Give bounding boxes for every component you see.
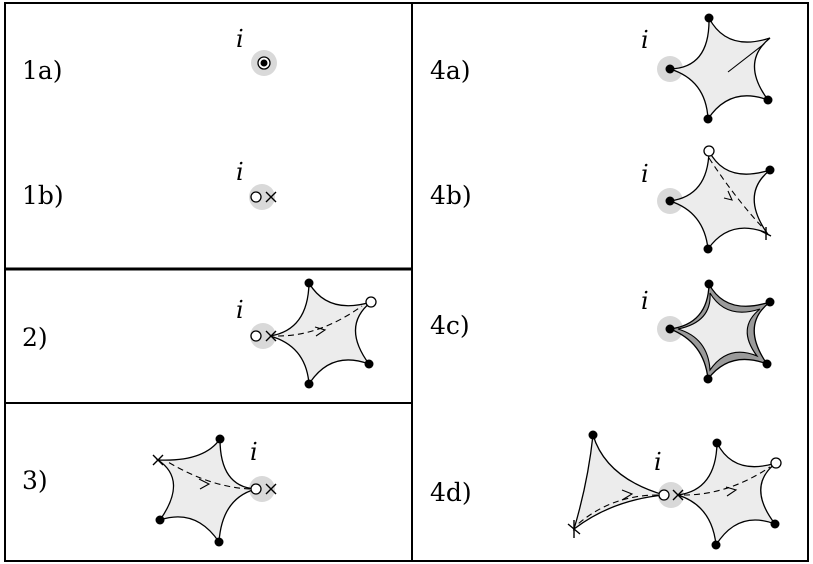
panel-label-2: 2) — [22, 323, 48, 352]
vertex-label-1a: i — [236, 25, 244, 53]
vertex-dot — [215, 434, 225, 444]
vertex-dot — [704, 279, 714, 289]
cross-mark — [265, 483, 277, 495]
vertex-dot — [304, 379, 314, 389]
outer-frame — [4, 2, 809, 562]
panel-1a: 1a) i — [22, 25, 277, 85]
panel-4a: 4a) i — [430, 13, 773, 124]
vertex-dot — [765, 165, 775, 175]
cross-mark — [265, 191, 277, 203]
vertex-label-4d: i — [654, 448, 662, 476]
vertex-dot — [765, 297, 775, 307]
arrow-icon — [723, 190, 733, 201]
vertex-label-3: i — [250, 438, 258, 466]
panel-label-4a: 4a) — [430, 56, 471, 85]
grid-lines — [4, 2, 809, 562]
vertex-dot — [762, 359, 772, 369]
dashed-path — [167, 461, 251, 490]
vertex-hollow — [250, 330, 262, 342]
star-polygon — [669, 17, 771, 121]
arrow-icon — [198, 478, 211, 490]
vertex-hollow — [703, 145, 715, 157]
star-polygon — [155, 436, 257, 544]
panel-label-1a: 1a) — [22, 56, 63, 85]
panel-4c: 4c) i — [430, 279, 775, 384]
star-polygon — [677, 442, 777, 547]
vertex-dot — [712, 438, 722, 448]
vertex-dot — [155, 515, 165, 525]
vertex-dot — [214, 537, 224, 547]
vertex-halo — [249, 184, 275, 210]
cross-mark — [265, 330, 277, 342]
vertex-label-4b: i — [641, 160, 649, 188]
dashed-path — [577, 494, 659, 525]
vertex-dot — [770, 519, 780, 529]
vertex-halo — [250, 323, 276, 349]
vertex-dot — [711, 540, 721, 550]
cross-mark — [760, 227, 772, 240]
vertex-hollow — [658, 489, 670, 501]
panel-1b: 1b) i — [22, 158, 277, 210]
star-polygon-inner — [677, 292, 761, 372]
dashed-path — [708, 157, 765, 230]
arrow-icon — [314, 326, 327, 337]
vertex-dot — [703, 114, 713, 124]
vertex-dot — [763, 95, 773, 105]
panel-label-4d: 4d) — [430, 478, 472, 507]
panel-2: 2) i — [22, 278, 377, 389]
vertex-label-4a: i — [641, 26, 649, 54]
panel-label-3: 3) — [22, 466, 48, 495]
vertex-dot — [665, 324, 675, 334]
vertex-dot — [665, 64, 675, 74]
cross-mark — [567, 520, 581, 538]
cross-mark — [672, 489, 684, 501]
vertex-label-4c: i — [641, 287, 649, 315]
vertex-dot — [304, 278, 314, 288]
vertex-dot — [588, 430, 598, 440]
panel-3: 3) i — [22, 434, 277, 547]
vertex-hollow — [770, 457, 782, 469]
arrow-icon — [621, 489, 634, 501]
panel-label-4b: 4b) — [430, 181, 472, 210]
panel-label-4c: 4c) — [430, 311, 470, 340]
vertex-dot — [260, 59, 268, 67]
vertex-dot — [665, 196, 675, 206]
vertex-label-2: i — [236, 296, 244, 324]
vertex-dot — [703, 244, 713, 254]
vertex-hollow — [365, 296, 377, 308]
vertex-label-1b: i — [236, 158, 244, 186]
panel-label-1b: 1b) — [22, 181, 64, 210]
vertex-dot — [364, 359, 374, 369]
panel-4b: 4b) i — [430, 145, 775, 254]
vertex-dot — [703, 374, 713, 384]
triangle-polygon — [572, 434, 665, 531]
star-polygon — [669, 150, 771, 251]
vertex-hollow — [250, 191, 262, 203]
vertex-halo — [658, 482, 684, 508]
arrow-icon — [725, 486, 738, 497]
panel-4d: 4d) i — [430, 430, 782, 550]
vertex-hollow — [250, 483, 262, 495]
vertex-halo — [249, 476, 275, 502]
vertex-dot — [704, 13, 714, 23]
cross-mark — [152, 454, 164, 466]
inner-arc — [727, 43, 765, 73]
